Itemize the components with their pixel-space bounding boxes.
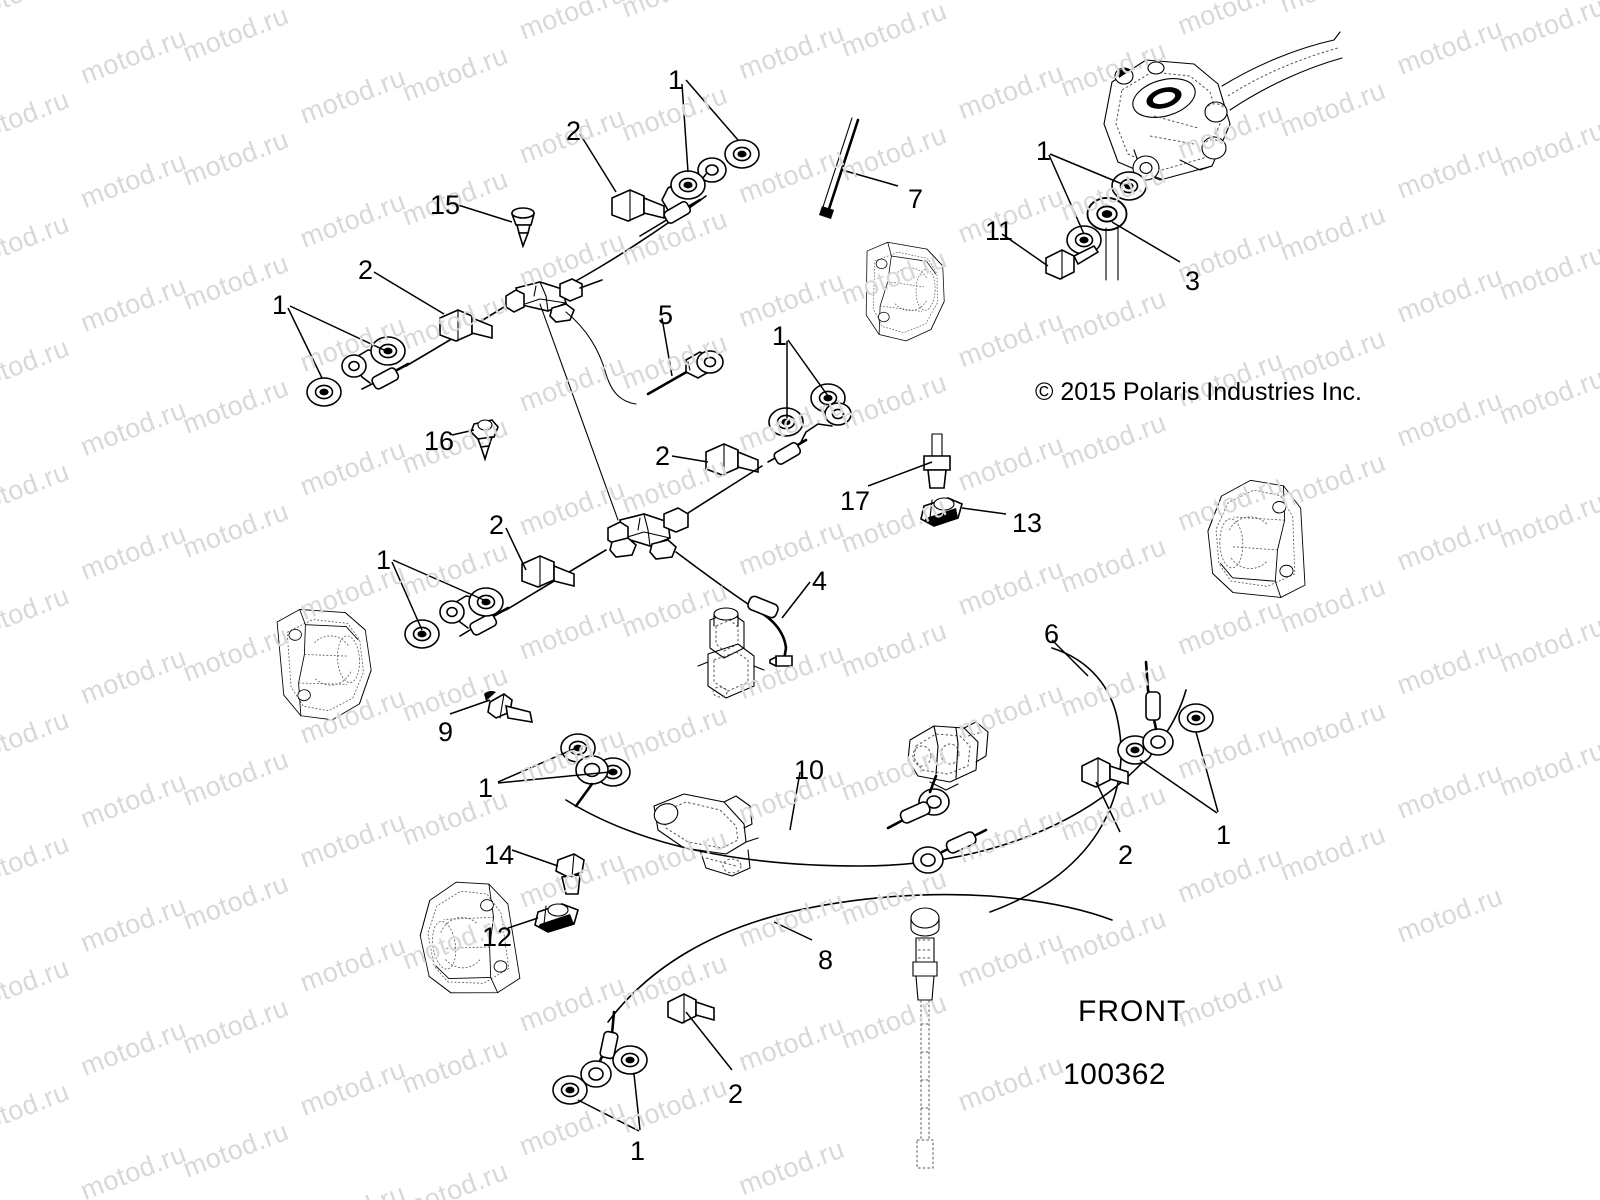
- callout-number-2: 2: [489, 510, 505, 540]
- callout-number-1: 1: [376, 545, 392, 575]
- callout-number-1: 1: [772, 321, 788, 351]
- valve-block-center: [697, 607, 765, 699]
- vertical-brake-line: [910, 907, 940, 1169]
- banjo-bolt-upper-left: [439, 309, 493, 342]
- abs-block-lower: [907, 721, 989, 791]
- orientation-label-front: FRONT: [1078, 995, 1187, 1028]
- callout-number-8: 8: [818, 945, 834, 975]
- banjo-bolt-middle: [705, 443, 759, 476]
- callout-number-2: 2: [728, 1079, 744, 1109]
- callout-number-5: 5: [658, 300, 674, 330]
- copyright-notice: © 2015 Polaris Industries Inc.: [1035, 378, 1362, 406]
- callout-number-2: 2: [1118, 840, 1134, 870]
- callout-number-1: 1: [272, 290, 288, 320]
- banjo-eye-center: [574, 755, 609, 808]
- brake-tube-5: [646, 350, 724, 396]
- callout-number-12: 12: [482, 922, 513, 952]
- bleeder-9: [484, 691, 534, 723]
- callout-number-3: 3: [1185, 266, 1201, 296]
- banjo-bolt-lower-left: [521, 555, 575, 588]
- callout-number-14: 14: [484, 840, 515, 870]
- callout-number-1: 1: [630, 1136, 646, 1166]
- callout-number-13: 13: [1012, 508, 1043, 538]
- clip-fastener-16: [470, 419, 499, 462]
- master-cylinder-assembly: [1103, 31, 1343, 181]
- callout-number-9: 9: [438, 717, 454, 747]
- junction-block-upper: [505, 278, 583, 323]
- callout-number-16: 16: [424, 426, 455, 456]
- rear-master-cylinder: [653, 793, 759, 877]
- callout-number-15: 15: [430, 190, 461, 220]
- callout-number-11: 11: [985, 216, 1014, 246]
- banjo-bolt-top: [611, 189, 665, 222]
- callout-number-2: 2: [358, 255, 374, 285]
- brake-hose-4: [747, 595, 793, 668]
- callout-number-1: 1: [668, 65, 684, 95]
- diagram-part-number: 100362: [1063, 1058, 1167, 1091]
- callout-number-2: 2: [655, 441, 671, 471]
- banjo-end-right: [1142, 660, 1174, 756]
- banjo-end-pair: [886, 788, 988, 874]
- banjo-end-bottom: [580, 1010, 619, 1088]
- callout-number-1: 1: [478, 773, 494, 803]
- callout-number-1: 1: [1036, 136, 1052, 166]
- hose-clip-13: [920, 497, 963, 527]
- push-rivet-15: [510, 207, 536, 249]
- callout-number-17: 17: [840, 486, 871, 516]
- callout-number-10: 10: [794, 755, 825, 785]
- bolt-14: [555, 853, 585, 895]
- banjo-fitting-lower-left: [439, 595, 510, 637]
- bleeder-screw-17: [923, 433, 951, 489]
- callout-number-6: 6: [1044, 619, 1060, 649]
- callout-number-4: 4: [812, 566, 828, 596]
- junction-block-cross: [607, 507, 689, 560]
- banjo-fitting-upper-left: [341, 349, 410, 390]
- banjo-fitting-middle: [767, 402, 852, 465]
- hose-clip-12: [534, 903, 579, 933]
- callout-number-1: 1: [1216, 820, 1232, 850]
- callout-number-7: 7: [908, 184, 924, 214]
- brake-rod-7: [819, 117, 860, 219]
- bolt-11: [1045, 244, 1100, 280]
- callout-number-2: 2: [566, 116, 582, 146]
- banjo-bolt-right: [1081, 757, 1129, 788]
